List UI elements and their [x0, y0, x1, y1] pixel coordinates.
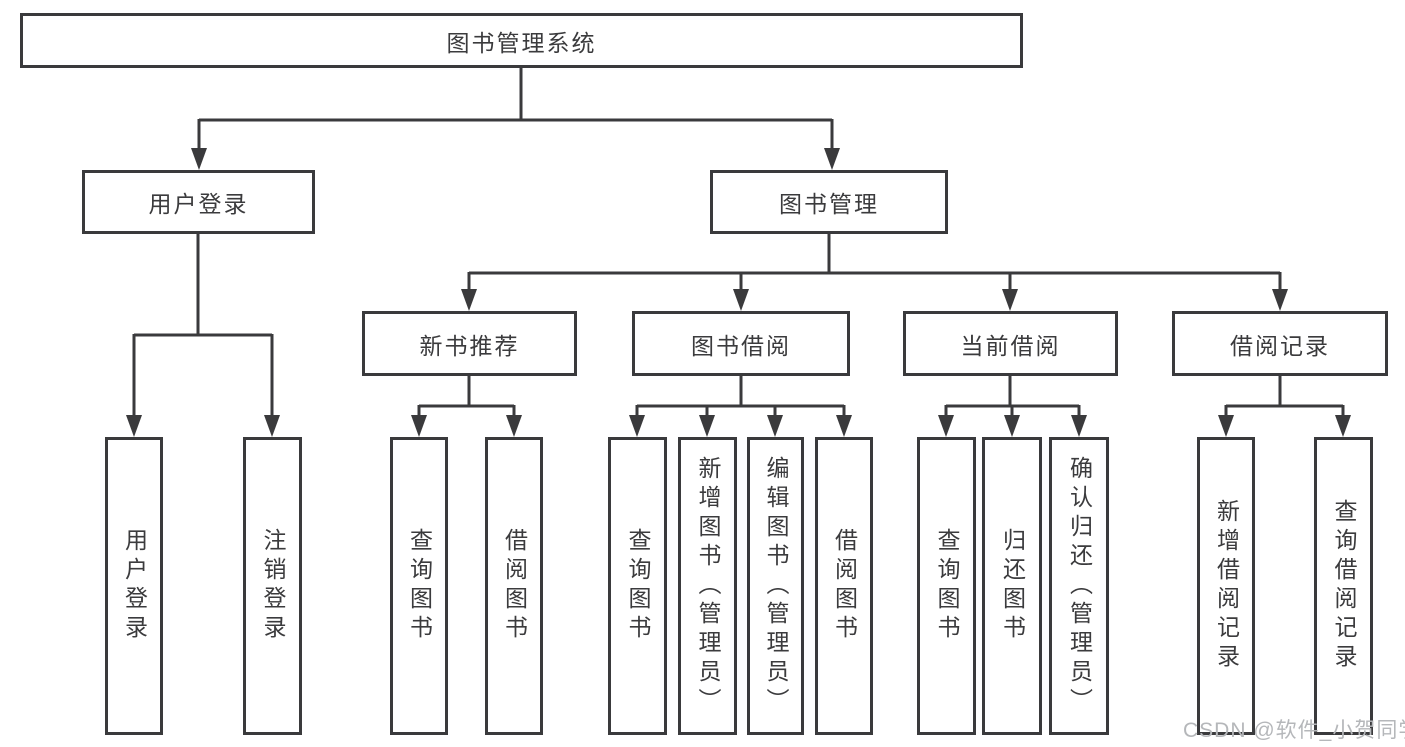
- node-label: 编辑图书（管理员）: [763, 455, 789, 717]
- arrowhead: [1071, 415, 1087, 437]
- node-label: 注销登录: [260, 528, 286, 644]
- node-label: 新书推荐: [419, 332, 520, 359]
- node-label: 用户登录: [121, 528, 148, 644]
- node-label: 借阅图书: [831, 528, 858, 644]
- arrowhead: [264, 415, 280, 437]
- leaf-confirm-return-admin: 确认归还（管理员）: [1049, 437, 1109, 735]
- leaf-query-books: 查询图书: [917, 437, 976, 735]
- node-borrowing-records: 借阅记录: [1172, 311, 1388, 376]
- arrowhead: [836, 415, 852, 437]
- connector-root-to-level1: [197, 68, 834, 150]
- leaf-add-book-admin: 新增图书（管理员）: [678, 437, 737, 735]
- leaf-user-login: 用户登录: [105, 437, 163, 735]
- arrowhead: [126, 415, 142, 437]
- connector-records-to-leaves: [1224, 376, 1345, 417]
- arrowhead: [411, 415, 427, 437]
- node-label: 借阅图书: [501, 528, 528, 644]
- connector-login-to-leaves: [132, 234, 274, 417]
- connector-current-to-leaves: [944, 376, 1081, 417]
- node-user-login: 用户登录: [82, 170, 315, 234]
- arrowhead: [767, 415, 783, 437]
- arrowhead: [506, 415, 522, 437]
- leaf-query-books: 查询图书: [608, 437, 667, 735]
- leaf-add-borrow-record: 新增借阅记录: [1197, 437, 1255, 735]
- arrowhead: [1272, 289, 1288, 311]
- node-label: 当前借阅: [960, 332, 1061, 359]
- node-book-borrowing: 图书借阅: [632, 311, 850, 376]
- arrowhead: [629, 415, 645, 437]
- node-label: 借阅记录: [1230, 332, 1330, 359]
- leaf-borrow-books: 借阅图书: [815, 437, 873, 735]
- arrowhead: [699, 415, 715, 437]
- node-label: 新增图书（管理员）: [695, 455, 721, 717]
- node-label: 查询图书: [625, 528, 651, 644]
- leaf-logout: 注销登录: [243, 437, 302, 735]
- node-current-borrowing: 当前借阅: [903, 311, 1118, 376]
- node-new-book-recommendation: 新书推荐: [362, 311, 577, 376]
- node-label: 用户登录: [148, 191, 249, 217]
- arrowhead: [824, 148, 840, 170]
- leaf-edit-book-admin: 编辑图书（管理员）: [747, 437, 804, 735]
- csdn-watermark: CSDN @软件_小贺同学: [1183, 719, 1405, 742]
- leaf-query-books: 查询图书: [390, 437, 448, 735]
- leaf-return-books: 归还图书: [982, 437, 1042, 735]
- node-label: 新增借阅记录: [1213, 499, 1240, 673]
- node-label: 归还图书: [999, 528, 1026, 644]
- arrowhead: [1335, 415, 1351, 437]
- node-label: 确认归还（管理员）: [1066, 455, 1093, 717]
- connector-newbook-to-leaves: [417, 376, 516, 417]
- arrowhead: [1218, 415, 1234, 437]
- arrowhead: [938, 415, 954, 437]
- connector-bookmgmt-to-level2: [467, 234, 1282, 291]
- node-label: 图书管理系统: [446, 29, 597, 56]
- node-book-management: 图书管理: [710, 170, 948, 234]
- arrowhead: [461, 289, 477, 311]
- connector-borrow-to-leaves: [635, 376, 846, 417]
- node-label: 查询图书: [406, 528, 433, 644]
- node-label: 查询借阅记录: [1331, 499, 1357, 673]
- node-library-management-system: 图书管理系统: [20, 13, 1023, 68]
- arrowhead: [1004, 415, 1020, 437]
- node-label: 查询图书: [934, 528, 960, 644]
- leaf-borrow-books: 借阅图书: [485, 437, 543, 735]
- node-label: 图书借阅: [691, 332, 791, 359]
- arrowhead: [1002, 289, 1018, 311]
- leaf-query-borrow-record: 查询借阅记录: [1314, 437, 1373, 735]
- arrowhead: [733, 289, 749, 311]
- arrowhead: [191, 148, 207, 170]
- node-label: 图书管理: [779, 191, 879, 217]
